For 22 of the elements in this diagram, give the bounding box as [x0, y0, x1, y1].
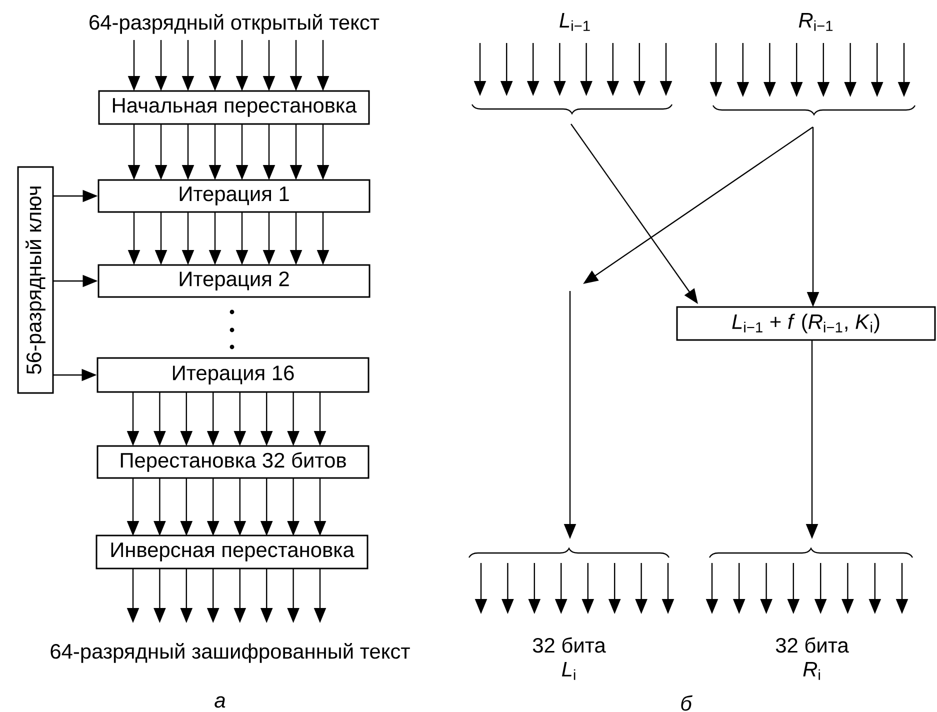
- process-box: Итерация 1: [98, 179, 370, 213]
- panel-label: б: [681, 695, 692, 711]
- text-label: L$_{i}$: [562, 662, 576, 680]
- brace: [472, 104, 672, 114]
- text-label: 64-разрядный открытый текст: [90, 14, 380, 34]
- process-box: Итерация 16: [96, 357, 370, 393]
- text-label: 64-разрядный зашифрованный текст: [50, 643, 410, 663]
- process-box: Инверсная перестановка: [96, 534, 368, 570]
- text-label: L$_{i−1}$: [560, 13, 590, 31]
- brace: [468, 548, 670, 558]
- process-box: Итерация 2: [98, 264, 370, 298]
- process-box: Перестановка 32 битов: [96, 445, 370, 479]
- brace: [712, 105, 916, 116]
- brace: [709, 548, 913, 558]
- text-label: 32 бита: [776, 637, 849, 653]
- process-box: L$_{i−1}$ + f (R$_{i−1}$, K$_{i}$): [676, 306, 936, 341]
- key-box: 56-разрядный ключ: [17, 166, 54, 394]
- process-box: Начальная перестановка: [98, 90, 370, 125]
- panel-label: а: [214, 696, 226, 708]
- text-label: 32 бита: [532, 637, 606, 653]
- text-label: R$_{i−1}$: [798, 13, 833, 31]
- text-label: R$_{i}$: [803, 662, 820, 680]
